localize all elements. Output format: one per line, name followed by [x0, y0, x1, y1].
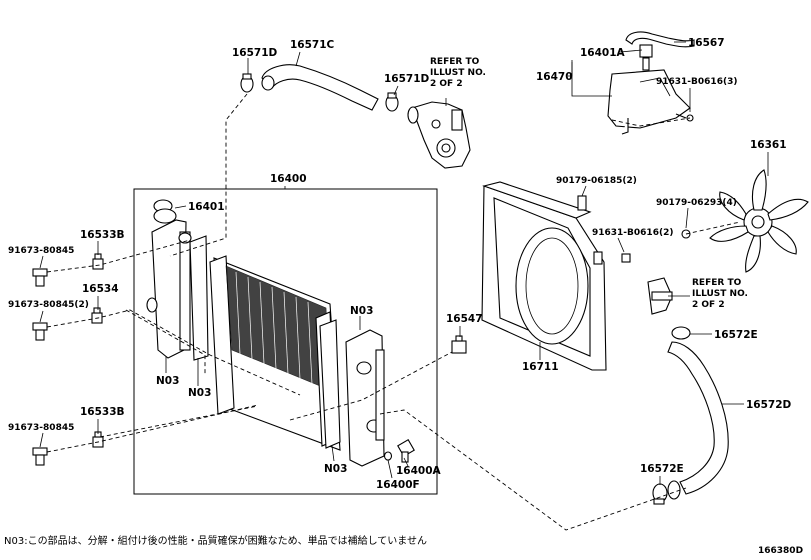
fan-blade	[709, 169, 809, 273]
radiator-assembly-frame	[133, 188, 438, 495]
bolt-middle-left	[32, 322, 48, 341]
water-outlet-housing	[407, 101, 471, 169]
label-16711: 16711	[522, 361, 559, 373]
label-16401: 16401	[188, 201, 225, 213]
label-N03-side-plate-left: N03	[188, 387, 211, 399]
refer-note-right-line3: 2 OF 2	[692, 300, 725, 310]
label-16533B-bottom: 16533B	[80, 406, 125, 418]
grommet-lower-left	[92, 431, 104, 448]
label-16571D-top: 16571D	[232, 47, 278, 59]
fan-shroud	[481, 181, 607, 371]
label-90179-06185-2: 90179-06185(2)	[556, 176, 637, 186]
grommet-middle-left	[91, 307, 103, 324]
refer-note-right-line2: ILLUST NO.	[692, 289, 748, 299]
label-91631-B0616-2: 91631-B0616(2)	[592, 228, 673, 238]
hose-clamp-top-left	[240, 73, 254, 93]
radiator-reserve-tank	[607, 69, 691, 129]
label-N03-left-tank: N03	[156, 375, 179, 387]
refer-note-top-line3: 2 OF 2	[430, 79, 463, 89]
reserve-tank-cap	[639, 44, 653, 71]
radiator-support-cushion	[451, 335, 467, 354]
hose-clamp-lower-top	[671, 326, 691, 340]
hose-clamp-lower-bottom	[652, 483, 668, 505]
label-16571C: 16571C	[290, 39, 335, 51]
label-N03-right-bottom: N03	[324, 463, 347, 475]
label-16401A: 16401A	[580, 47, 626, 59]
label-16534: 16534	[82, 283, 119, 295]
label-91631-B0616-3: 91631-B0616(3)	[656, 77, 737, 87]
label-16547: 16547	[446, 313, 483, 325]
label-16567: 16567	[688, 37, 725, 49]
bolt-lower-left	[32, 447, 48, 466]
label-16400F: 16400F	[376, 479, 420, 491]
bolt-upper-left	[32, 268, 48, 287]
radiator-core	[209, 255, 341, 451]
grommet-upper-left	[92, 253, 104, 270]
hose-clamp-top-right	[385, 92, 399, 112]
label-16572E-top: 16572E	[714, 329, 758, 341]
label-16400: 16400	[270, 173, 307, 185]
radiator-cap	[153, 199, 177, 224]
radiator-side-plate-right	[319, 319, 341, 449]
label-90179-06293-4: 90179-06293(4)	[656, 198, 737, 208]
label-N03-right-top: N03	[350, 305, 373, 317]
label-91673-80845-top: 91673-80845	[8, 246, 74, 256]
diagram-id: 166380D	[758, 546, 803, 556]
label-91673-80845-bottom: 91673-80845	[8, 423, 74, 433]
radiator-inlet-hose	[261, 64, 379, 111]
reserve-tank-hose	[625, 31, 695, 48]
drain-plug-o-ring	[383, 451, 393, 461]
refer-note-top-line1: REFER TO	[430, 57, 480, 67]
footnote-N03: N03:この部品は、分解・組付け後の性能・品質確保が困難なため、単品では補給して…	[4, 534, 427, 547]
label-16571D-right: 16571D	[384, 73, 430, 85]
radiator-outlet-hose	[667, 341, 729, 495]
radiator-side-plate-left	[189, 235, 209, 361]
label-16572E-bottom: 16572E	[640, 463, 684, 475]
refer-note-right-line1: REFER TO	[692, 278, 742, 288]
label-16400A: 16400A	[396, 465, 442, 477]
water-inlet-fitting	[647, 277, 673, 315]
label-16361: 16361	[750, 139, 787, 151]
refer-note-top-line2: ILLUST NO.	[430, 68, 486, 78]
label-16533B-top: 16533B	[80, 229, 125, 241]
label-16470: 16470	[536, 71, 573, 83]
drain-cock	[397, 439, 415, 463]
label-91673-80845-2: 91673-80845(2)	[8, 300, 89, 310]
label-16572D: 16572D	[746, 399, 792, 411]
